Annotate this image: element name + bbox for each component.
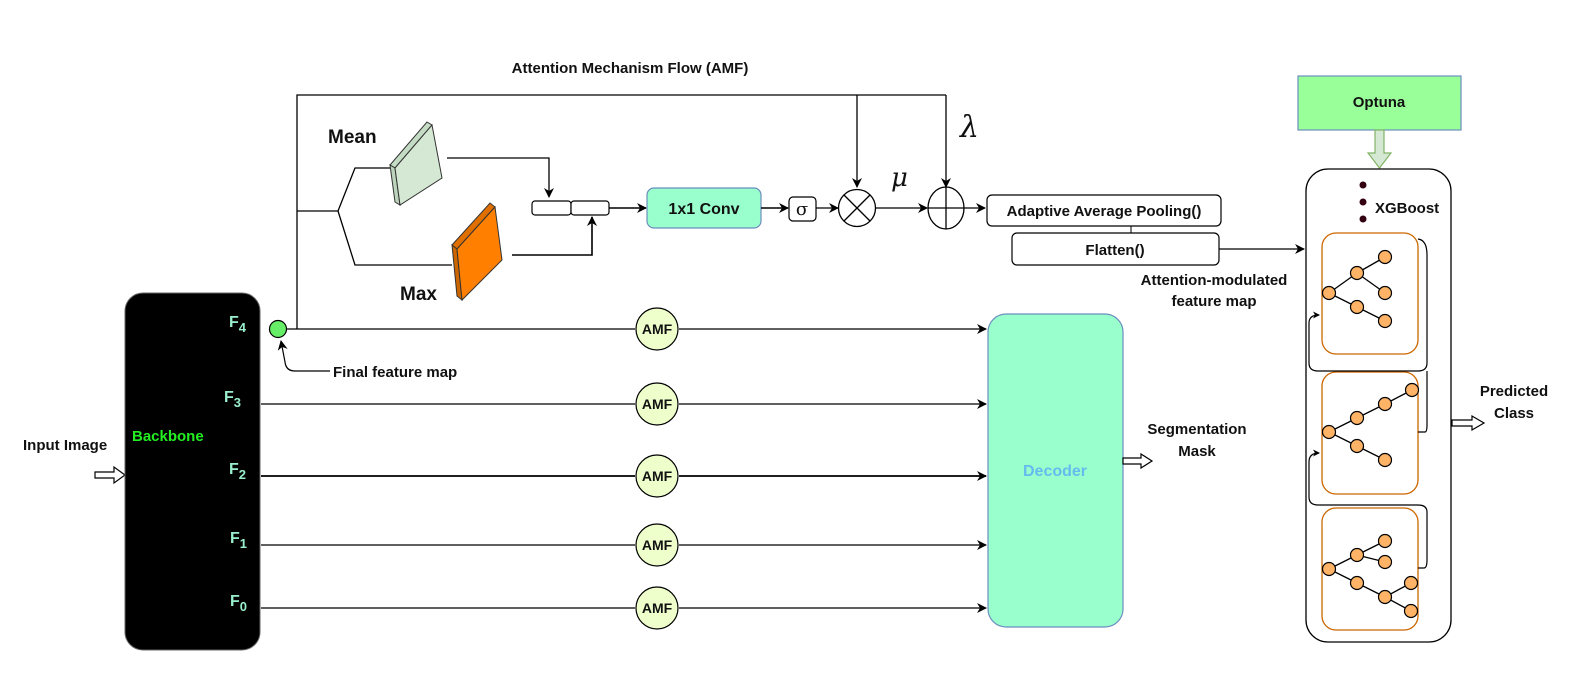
backbone-block: Backbone bbox=[124, 292, 261, 651]
tree-node bbox=[1403, 575, 1419, 591]
decoder-block bbox=[987, 313, 1124, 628]
final-feature-pointer-arrow bbox=[277, 340, 330, 372]
adaptive-pooling-block bbox=[986, 194, 1222, 227]
flatten-label: Flatten() bbox=[1085, 242, 1144, 259]
tree-frame bbox=[1321, 371, 1419, 495]
tree-node bbox=[1403, 603, 1419, 619]
amf-node: AMF bbox=[635, 523, 679, 567]
decoder-label: Decoder bbox=[1023, 463, 1087, 480]
tree-node bbox=[1404, 382, 1420, 398]
tree-frame bbox=[1321, 232, 1419, 355]
lambda-symbol: λ bbox=[959, 110, 979, 145]
tree-node bbox=[1349, 547, 1365, 563]
max-label: Max bbox=[400, 284, 437, 305]
segmentation-label-line2: Mask bbox=[1178, 443, 1216, 460]
mean-to-concat-arrow bbox=[447, 157, 554, 198]
sigmoid-block bbox=[788, 196, 817, 222]
branch-max-line bbox=[337, 210, 452, 266]
feature-label-f4: F4 bbox=[229, 314, 247, 335]
conv-label: 1x1 Conv bbox=[668, 201, 739, 218]
branch-mean-line bbox=[297, 167, 392, 212]
predicted-class-arrow-icon bbox=[1451, 414, 1486, 432]
tree-node bbox=[1349, 410, 1365, 426]
attention-output-label-line1: Attention-modulated bbox=[1141, 272, 1288, 289]
tree-node bbox=[1377, 533, 1393, 549]
ellipsis-dots-icon bbox=[1359, 181, 1367, 223]
attention-output-label-line2: feature map bbox=[1171, 293, 1256, 310]
decision-tree-2 bbox=[1321, 371, 1420, 495]
tree-node bbox=[1349, 575, 1365, 591]
multiply-operator-icon bbox=[837, 188, 877, 228]
optuna-block bbox=[1297, 75, 1462, 131]
mean-label: Mean bbox=[328, 127, 377, 148]
tree3-to-tree2-connector bbox=[1308, 449, 1428, 569]
input-arrow-icon bbox=[94, 465, 127, 485]
amf-node: AMF bbox=[635, 382, 679, 426]
tree2-right-connector bbox=[1418, 371, 1428, 433]
amf-label: AMF bbox=[642, 321, 673, 337]
tree-node bbox=[1377, 313, 1393, 329]
max-pool-block bbox=[451, 202, 503, 302]
feature-subscript: 1 bbox=[240, 536, 247, 551]
feature-label-f3: F3 bbox=[224, 389, 241, 410]
diagram-title: Attention Mechanism Flow (AMF) bbox=[512, 60, 749, 77]
add-operator-icon bbox=[927, 186, 965, 230]
adaptive-pooling-label: Adaptive Average Pooling() bbox=[1007, 203, 1202, 220]
final-feature-label: Final feature map bbox=[333, 364, 457, 381]
feature-label-f1: F1 bbox=[230, 530, 247, 551]
xgboost-label: XGBoost bbox=[1375, 200, 1439, 217]
feature-subscript: 3 bbox=[234, 395, 241, 410]
concat-cell-mean bbox=[531, 200, 572, 216]
tree-node bbox=[1377, 249, 1393, 265]
mu-symbol: μ bbox=[891, 163, 908, 193]
feature-subscript: 2 bbox=[239, 467, 246, 482]
tree-node bbox=[1377, 285, 1393, 301]
decision-tree-1 bbox=[1321, 232, 1419, 355]
tree-frame bbox=[1321, 507, 1419, 631]
tree-node bbox=[1349, 438, 1365, 454]
sigmoid-symbol: σ bbox=[796, 199, 808, 220]
decision-tree-3 bbox=[1321, 507, 1419, 631]
tree-node bbox=[1377, 554, 1393, 570]
tree-node bbox=[1377, 396, 1393, 412]
feature-subscript: 0 bbox=[240, 599, 247, 614]
amf-node: AMF bbox=[635, 454, 679, 498]
tree-node bbox=[1321, 285, 1337, 301]
max-to-concat-arrow bbox=[512, 216, 597, 256]
input-image-label: Input Image bbox=[23, 437, 107, 454]
segmentation-output-arrow-icon bbox=[1122, 452, 1154, 470]
amf-label: AMF bbox=[642, 396, 673, 412]
amf-skip-line bbox=[296, 94, 946, 329]
optuna-to-xgboost-arrow-icon bbox=[1366, 129, 1393, 169]
mean-pool-block bbox=[389, 121, 443, 206]
amf-label: AMF bbox=[642, 600, 673, 616]
optuna-label: Optuna bbox=[1353, 94, 1406, 111]
final-feature-node bbox=[268, 319, 288, 339]
tree-node bbox=[1377, 452, 1393, 468]
tree-node bbox=[1349, 299, 1365, 315]
amf-label: AMF bbox=[642, 468, 673, 484]
amf-node: AMF bbox=[635, 586, 679, 630]
feature-subscript: 4 bbox=[239, 320, 247, 335]
feature-label-f2: F2 bbox=[229, 461, 246, 482]
amf-label: AMF bbox=[642, 537, 673, 553]
concat-cell-max bbox=[570, 200, 610, 216]
tree-node bbox=[1321, 424, 1337, 440]
tree-node bbox=[1377, 589, 1393, 605]
segmentation-label-line1: Segmentation bbox=[1147, 421, 1246, 438]
predicted-class-label-line2: Class bbox=[1494, 405, 1534, 422]
predicted-class-label-line1: Predicted bbox=[1480, 383, 1548, 400]
tree-node bbox=[1349, 265, 1365, 281]
feature-label-f0: F0 bbox=[230, 593, 247, 614]
tree1-to-tree2-connector bbox=[1308, 238, 1428, 372]
amf-node: AMF bbox=[635, 307, 679, 351]
backbone-label: Backbone bbox=[132, 428, 204, 445]
tree-node bbox=[1321, 561, 1337, 577]
